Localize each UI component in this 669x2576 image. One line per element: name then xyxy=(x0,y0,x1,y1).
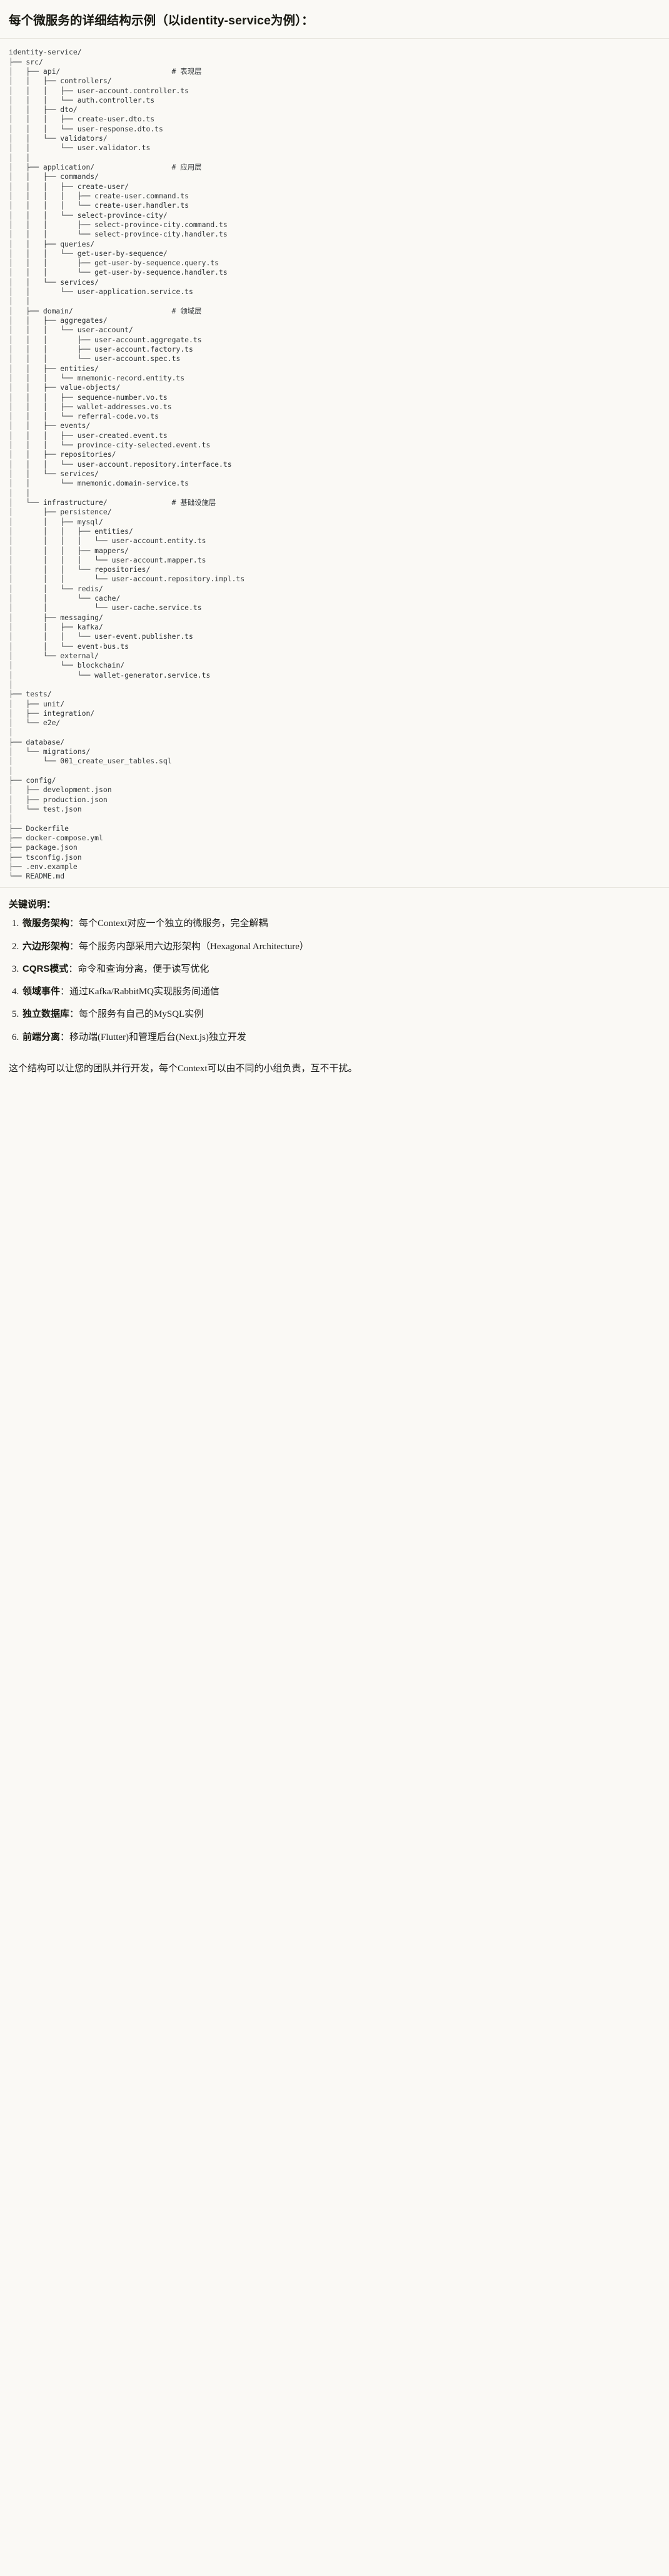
keypoint-separator: ： xyxy=(69,941,79,952)
heading-divider xyxy=(0,38,669,39)
page-title: 每个微服务的详细结构示例（以identity-service为例）： xyxy=(9,14,314,28)
list-item: 领域事件：通过Kafka/RabbitMQ实现服务间通信 xyxy=(21,984,660,999)
keypoint-separator: ： xyxy=(68,964,78,974)
directory-tree-text: identity-service/ ├── src/ │ ├── api/ # … xyxy=(9,48,245,881)
keypoint-term: 前端分离 xyxy=(23,1031,61,1042)
keypoints-title: 关键说明： xyxy=(9,899,56,910)
list-item: 微服务架构：每个Context对应一个独立的微服务，完全解耦 xyxy=(21,916,660,931)
keypoint-term: 微服务架构 xyxy=(23,918,70,929)
list-item: 六边形架构：每个服务内部采用六边形架构（Hexagonal Architectu… xyxy=(21,939,660,954)
list-item: 独立数据库：每个服务有自己的MySQL实例 xyxy=(21,1007,660,1022)
list-item: CQRS模式：命令和查询分离，便于读写优化 xyxy=(21,962,660,977)
list-item: 前端分离：移动端(Flutter)和管理后台(Next.js)独立开发 xyxy=(21,1030,660,1045)
keypoint-term: 领域事件 xyxy=(23,986,61,997)
keypoint-separator: ： xyxy=(60,987,70,997)
keypoints-list: 微服务架构：每个Context对应一个独立的微服务，完全解耦 六边形架构：每个服… xyxy=(0,914,669,1056)
code-divider xyxy=(0,887,669,888)
directory-tree-code-block: identity-service/ ├── src/ │ ├── api/ # … xyxy=(0,39,669,888)
keypoint-separator: ： xyxy=(60,1032,70,1042)
keypoint-description: 每个服务有自己的MySQL实例 xyxy=(79,1009,204,1020)
keypoint-term: 独立数据库 xyxy=(23,1009,70,1020)
keypoint-description: 命令和查询分离，便于读写优化 xyxy=(78,964,209,974)
keypoint-description: 每个Context对应一个独立的微服务，完全解耦 xyxy=(79,919,268,929)
keypoint-term: CQRS模式 xyxy=(23,963,69,974)
keypoint-separator: ： xyxy=(69,919,79,929)
keypoint-description: 通过Kafka/RabbitMQ实现服务间通信 xyxy=(69,987,220,997)
closing-paragraph: 这个结构可以让您的团队并行开发，每个Context可以由不同的小组负责，互不干扰… xyxy=(9,1063,358,1074)
keypoint-description: 每个服务内部采用六边形架构（Hexagonal Architecture） xyxy=(79,941,309,952)
document-page: 每个微服务的详细结构示例（以identity-service为例）： ident… xyxy=(0,0,669,1090)
keypoint-term: 六边形架构 xyxy=(23,940,70,952)
keypoint-description: 移动端(Flutter)和管理后台(Next.js)独立开发 xyxy=(69,1032,246,1042)
keypoint-separator: ： xyxy=(69,1009,79,1020)
